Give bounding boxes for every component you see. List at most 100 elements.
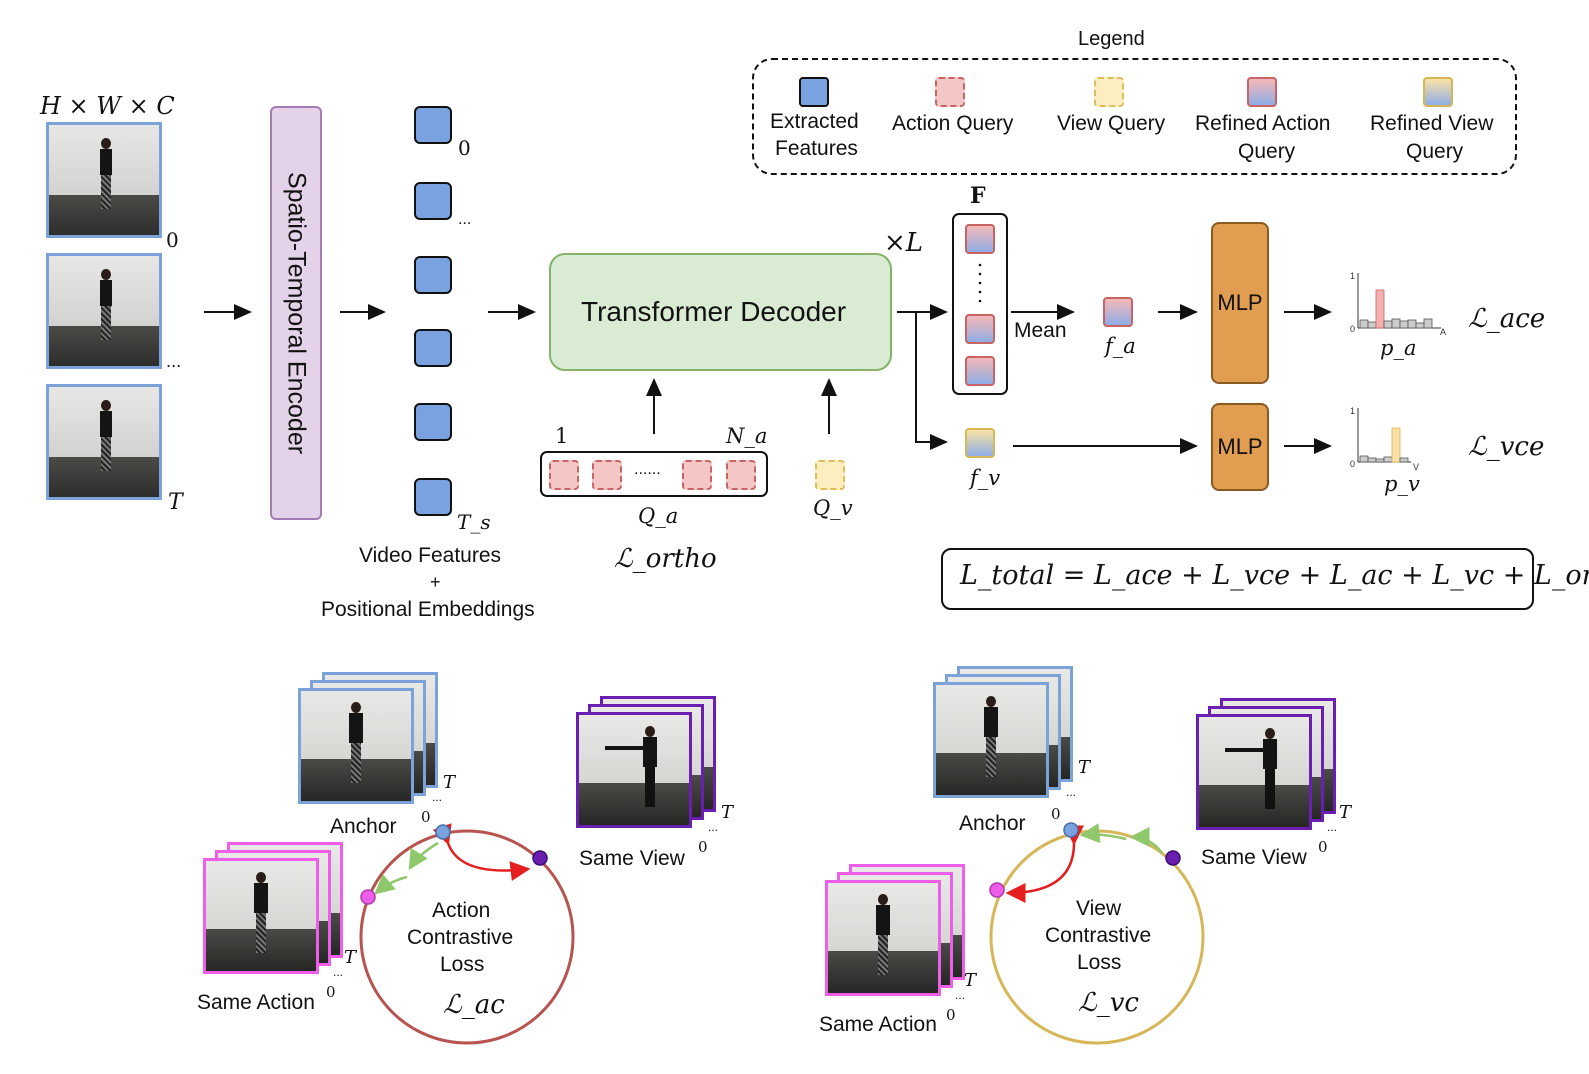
legend-action-label: Action Query [892, 112, 1014, 135]
bl-anchor-label: Anchor [330, 815, 397, 838]
action-query-1 [549, 460, 579, 490]
pa-y-top: 1 [1350, 271, 1355, 281]
legend-extracted-swatch [799, 77, 829, 107]
refined-action-3 [965, 356, 995, 386]
legend-title: Legend [1078, 28, 1145, 50]
mlp-bottom: MLP [1211, 403, 1269, 491]
frame-label-mid: ... [166, 352, 182, 371]
frame-label-0: 0 [166, 228, 179, 252]
video-features-plus: + [430, 572, 441, 592]
legend-refined-view-label1: Refined View [1370, 112, 1494, 135]
F-label: F [970, 183, 986, 209]
input-frame-mid [46, 253, 162, 369]
video-feature-label-0: 0 [458, 136, 471, 160]
video-feature-3 [414, 329, 452, 367]
video-feature-4 [414, 403, 452, 441]
transformer-decoder [549, 253, 892, 371]
bl-same-action-dots: ... [333, 965, 344, 979]
view-contrastive-circle [989, 822, 1205, 1045]
pv-histogram: 1 0 V [1350, 406, 1419, 472]
br-anchor-t: T [1078, 757, 1091, 778]
legend-refined-action-swatch [1247, 77, 1277, 107]
pa-y-zero: 0 [1350, 324, 1355, 334]
bl-same-view-label: Same View [579, 847, 685, 870]
br-same-view-dots: ... [1327, 820, 1338, 834]
ortho-loss: ℒ_ortho [614, 544, 717, 574]
bl-same-action-zero: 0 [326, 983, 336, 1001]
video-feature-label-ts: T_s [457, 510, 491, 534]
decoder-repeat: ×L [884, 228, 924, 258]
video-features-caption: Video Features [359, 544, 502, 567]
bl-same-view-zero: 0 [698, 838, 708, 856]
video-feature-0 [414, 106, 452, 144]
bl-circle-line2: Contrastive [407, 926, 514, 949]
mlp-top: MLP [1211, 222, 1269, 384]
legend-refined-action-label1: Refined Action [1195, 112, 1331, 135]
bl-anchor-t: T [443, 772, 456, 793]
frame-label-T: T [168, 490, 183, 515]
legend-action-swatch [935, 77, 965, 107]
pv-y-zero: 0 [1350, 459, 1355, 469]
refined-action-1 [965, 224, 995, 254]
action-query-3 [682, 460, 712, 490]
refined-action-2 [965, 314, 995, 344]
mean-label: Mean [1014, 319, 1067, 342]
br-anchor-dots: ... [1066, 785, 1077, 799]
fa-square [1103, 297, 1133, 327]
qa-end-label: N_a [726, 424, 768, 448]
br-same-action-t: T [964, 970, 977, 991]
video-feature-2 [414, 256, 452, 294]
action-query-2 [592, 460, 622, 490]
br-anchor-zero: 0 [1051, 805, 1061, 823]
pv-label: p_v [1384, 472, 1420, 496]
pa-label: p_a [1380, 336, 1417, 360]
F-container [952, 213, 1008, 395]
total-loss-equation: L_total = L_ace + L_vce + L_ac + L_vc + … [960, 560, 1589, 591]
view-query [815, 460, 845, 490]
qa-start-label: 1 [555, 424, 569, 448]
pv-x-end: V [1413, 462, 1419, 472]
legend-refined-view-label2: Query [1406, 140, 1464, 163]
spatio-temporal-encoder [270, 106, 322, 520]
video-feature-1 [414, 182, 452, 220]
positional-embeddings-caption: Positional Embeddings [321, 598, 535, 621]
ace-loss: ℒ_ace [1468, 304, 1546, 334]
qa-label: Q_a [638, 504, 679, 528]
legend-refined-view-swatch [1423, 77, 1453, 107]
ac-loss: ℒ_ac [443, 990, 505, 1020]
br-circle-line2: Contrastive [1045, 924, 1152, 947]
input-dim-label: H × W × C [40, 92, 175, 120]
vce-loss: ℒ_vce [1468, 432, 1545, 462]
bl-same-view-dots: ... [708, 820, 719, 834]
action-query-dots: ...... [634, 461, 661, 478]
input-frame-T [46, 384, 162, 500]
pv-y-top: 1 [1350, 406, 1355, 416]
br-circle-line3: Loss [1077, 951, 1122, 974]
br-same-action-dots: ... [955, 988, 966, 1002]
br-same-action-zero: 0 [946, 1006, 956, 1024]
decoder-label: Transformer Decoder [581, 296, 847, 327]
action-query-box [540, 451, 768, 497]
top-connectors [204, 263, 1332, 454]
br-same-view-label: Same View [1201, 846, 1307, 869]
bl-circle-line3: Loss [440, 953, 485, 976]
action-contrastive-circle [359, 823, 575, 1045]
br-circle-line1: View [1076, 897, 1122, 920]
bl-same-action-label: Same Action [197, 991, 315, 1014]
bl-anchor-dots: ... [432, 790, 443, 804]
br-same-action-label: Same Action [819, 1013, 937, 1036]
video-feature-label-dots: ... [458, 212, 472, 228]
fa-label: f_a [1105, 334, 1136, 358]
video-feature-5 [414, 478, 452, 516]
fv-label: f_v [970, 466, 1001, 490]
fv-square [965, 428, 995, 458]
legend-extracted-label1: Extracted [770, 110, 859, 133]
legend-refined-action-label2: Query [1238, 140, 1296, 163]
vc-loss: ℒ_vc [1078, 988, 1139, 1018]
qv-label: Q_v [813, 496, 853, 520]
input-frame-0 [46, 122, 162, 238]
br-same-view-zero: 0 [1318, 838, 1328, 856]
total-loss-box [941, 548, 1534, 610]
action-query-4 [726, 460, 756, 490]
legend-box [752, 58, 1517, 175]
